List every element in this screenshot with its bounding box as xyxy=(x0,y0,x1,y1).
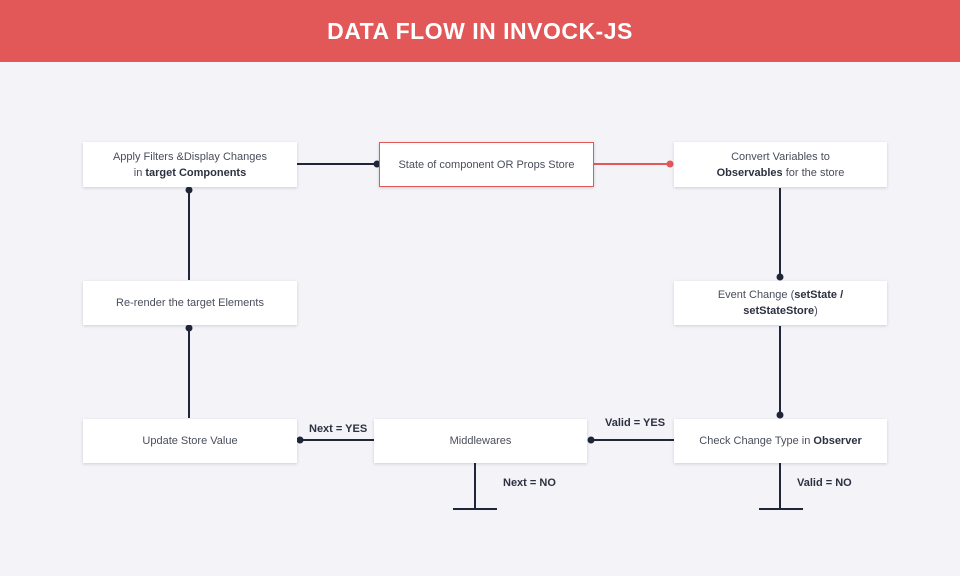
node-apply-filters-line1: Apply Filters &Display Changes xyxy=(112,150,268,163)
connector-dot xyxy=(373,160,381,168)
node-check-change-bold: Observer xyxy=(813,435,862,447)
node-middlewares-text: Middlewares xyxy=(449,435,512,447)
node-event-change-bold: setState / setStateStore xyxy=(743,289,844,317)
connector-dot xyxy=(776,273,784,281)
node-middlewares: Middlewares xyxy=(374,419,587,463)
edge-label-next-yes: Next = YES xyxy=(309,423,368,435)
node-rerender: Re-render the target Elements xyxy=(83,281,297,325)
node-update-store: Update Store Value xyxy=(83,419,297,463)
node-update-store-text: Update Store Value xyxy=(142,435,238,447)
node-state-store: State of component OR Props Store xyxy=(379,142,594,187)
edge-label-next-no: Next = NO xyxy=(503,477,556,489)
node-convert-post: for the store xyxy=(785,166,845,179)
connector-dot xyxy=(587,436,595,444)
page-title: DATA FLOW IN INVOCK-JS xyxy=(327,17,633,44)
connector-dot xyxy=(185,324,193,332)
node-event-change-post: ) xyxy=(814,305,818,317)
node-state-store-text: State of component OR Props Store xyxy=(398,158,575,171)
node-event-change: Event Change (setState / setStateStore) xyxy=(674,281,887,325)
node-apply-filters-pre: in xyxy=(133,166,143,179)
connector-dot xyxy=(776,411,784,419)
node-convert-variables: Convert Variables to Observables for the… xyxy=(674,142,887,187)
node-convert-bold: Observables xyxy=(716,166,783,179)
node-check-change-pre: Check Change Type in xyxy=(699,435,811,447)
edge-label-valid-no: Valid = NO xyxy=(797,477,852,489)
node-check-change: Check Change Type in Observer xyxy=(674,419,887,463)
connector-dot xyxy=(666,160,674,168)
node-apply-filters-bold: target Components xyxy=(145,166,247,179)
connector-dot xyxy=(296,436,304,444)
node-convert-line1: Convert Variables to xyxy=(731,150,830,163)
node-rerender-text: Re-render the target Elements xyxy=(116,297,264,309)
node-event-change-pre: Event Change ( xyxy=(717,289,795,301)
connector-dot xyxy=(185,186,193,194)
title-banner: DATA FLOW IN INVOCK-JS xyxy=(0,0,960,62)
node-apply-filters: Apply Filters &Display Changes in target… xyxy=(83,142,297,187)
edge-label-valid-yes: Valid = YES xyxy=(605,417,666,429)
